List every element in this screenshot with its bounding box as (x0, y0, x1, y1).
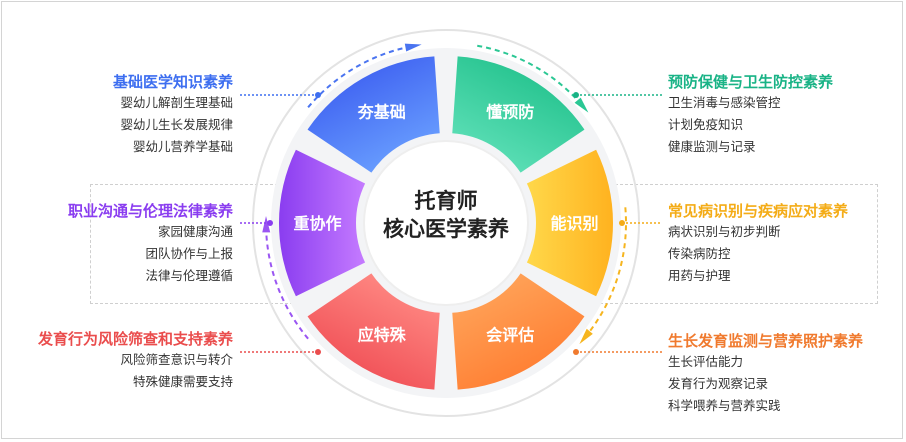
block-title: 生长发育监测与营养照护素养 (668, 332, 864, 350)
block-disease-recognition: 常见病识别与疾病应对素养 病状识别与初步判断 传染病防控 用药与护理 (668, 201, 848, 287)
segment-special-needs-label: 应特殊 (358, 325, 407, 344)
connector-dot (315, 349, 321, 355)
dashed-arc (265, 222, 309, 340)
list-item: 风险筛查意识与转介 (120, 352, 233, 367)
block-communication-ethics: 职业沟通与伦理法律素养 家园健康沟通 团队协作与上报 法律与伦理遵循 (68, 201, 233, 287)
connector-dot (267, 220, 273, 226)
segment-assessment (452, 273, 585, 390)
connector-dot (315, 92, 321, 98)
list-item: 科学喂养与营养实践 (668, 398, 781, 413)
list-item: 婴幼儿营养学基础 (132, 139, 233, 154)
block-prevention-hygiene: 预防保健与卫生防控素养 卫生消毒与感染管控 计划免疫知识 健康监测与记录 (668, 72, 833, 158)
segment-assessment-label: 会评估 (486, 325, 534, 344)
connector-lines (240, 92, 662, 355)
list-item: 病状识别与初步判断 (668, 224, 781, 239)
segment-foundation-label: 夯基础 (357, 103, 406, 122)
list-item: 婴幼儿生长发展规律 (120, 117, 233, 132)
segment-prevention-label: 懂预防 (485, 103, 534, 122)
center-circle (363, 140, 529, 306)
connector-dot (619, 220, 625, 226)
list-item: 家园健康沟通 (157, 224, 233, 239)
list-item: 发育行为观察记录 (668, 376, 769, 391)
list-item: 传染病防控 (668, 246, 731, 261)
list-item: 健康监测与记录 (668, 139, 756, 154)
segment-special-needs (307, 273, 440, 390)
segment-recognition (526, 149, 613, 297)
arrow-head-icon (262, 216, 271, 233)
list-item: 特殊健康需要支持 (132, 374, 233, 389)
block-title: 常见病识别与疾病应对素养 (668, 202, 849, 220)
segment-foundation (307, 56, 440, 173)
arrow-head-icon (574, 97, 589, 113)
block-title: 职业沟通与伦理法律素养 (67, 202, 233, 220)
list-item: 婴幼儿解剖生理基础 (120, 95, 233, 110)
block-growth-nutrition: 生长发育监测与营养照护素养 生长评估能力 发育行为观察记录 科学喂养与营养实践 (668, 331, 863, 417)
list-item: 卫生消毒与感染管控 (668, 95, 781, 110)
block-basic-medical: 基础医学知识素养 婴幼儿解剖生理基础 婴幼儿生长发展规律 婴幼儿营养学基础 (113, 72, 233, 158)
block-title: 预防保健与卫生防控素养 (668, 73, 834, 91)
arrow-head-icon (579, 328, 593, 345)
list-item: 生长评估能力 (668, 354, 744, 369)
list-item: 用药与护理 (668, 268, 731, 283)
list-item: 团队协作与上报 (145, 246, 233, 261)
segment-recognition-label: 能识别 (550, 214, 598, 233)
arrow-head-icon (404, 43, 422, 52)
block-title: 基础医学知识素养 (112, 73, 233, 91)
segment-prevention (452, 56, 585, 173)
connector-dot (573, 92, 579, 98)
connector-dot (573, 349, 579, 355)
segment-collaboration-label: 重协作 (293, 214, 341, 233)
block-risk-screening: 发育行为风险筛查和支持素养 风险筛查意识与转介 特殊健康需要支持 (38, 329, 233, 393)
center-title-line2: 核心医学素养 (383, 217, 509, 241)
list-item: 计划免疫知识 (668, 117, 744, 132)
block-title: 发育行为风险筛查和支持素养 (37, 330, 233, 348)
center-title-line1: 托育师 (415, 189, 478, 213)
segment-collaboration (279, 149, 366, 297)
list-item: 法律与伦理遵循 (145, 268, 233, 283)
